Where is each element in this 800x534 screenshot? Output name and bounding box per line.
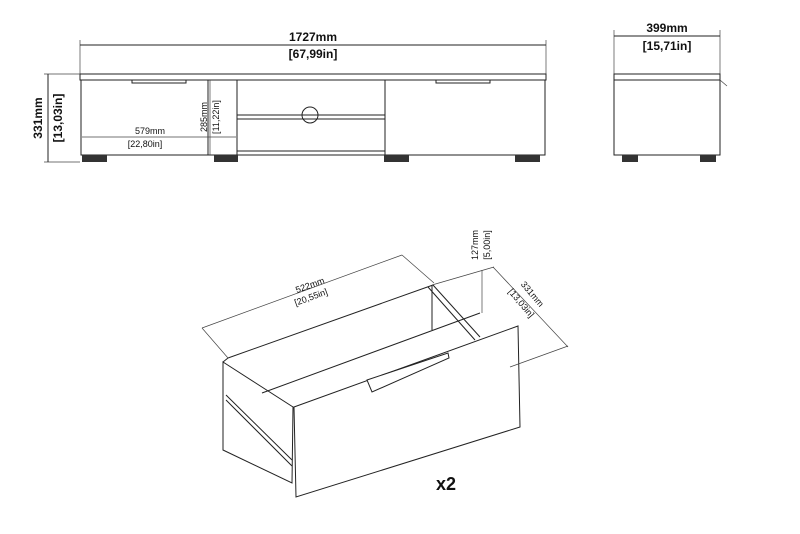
width-mm-label: 1727mm — [289, 30, 337, 44]
center-compartment — [236, 79, 386, 156]
top-board — [79, 73, 547, 81]
right-drawer — [384, 79, 546, 156]
inner-height-mm-label: 285mm — [199, 102, 209, 132]
leg — [214, 155, 238, 162]
width-in-label: [67,99in] — [289, 47, 338, 61]
height-in-label: [13,03in] — [51, 94, 65, 143]
drawer-handle — [366, 352, 450, 393]
leg — [384, 155, 409, 162]
left-drawer — [80, 79, 209, 156]
quantity-label: x2 — [436, 474, 456, 494]
depth-mm-label: 399mm — [646, 21, 687, 35]
leg — [515, 155, 540, 162]
drawer-isometric: 522mm [20,55in] 127mm [5,00in] 331mm [13… — [201, 230, 569, 498]
drawer-height-mm-label: 127mm — [470, 230, 480, 260]
center-divider — [207, 79, 238, 156]
drawer-height-in-label: [5,00in] — [482, 230, 492, 260]
side-view: 399mm [15,71in] — [613, 21, 728, 162]
right-handle — [435, 79, 491, 84]
leg — [622, 155, 638, 162]
side-body — [613, 79, 721, 156]
front-view: 1727mm [67,99in] 331mm [13,03in] 285mm [… — [31, 30, 547, 163]
cable-hole — [301, 106, 319, 124]
left-handle — [131, 79, 187, 84]
drawer-width-mm-label: 579mm — [135, 126, 165, 136]
height-mm-label: 331mm — [31, 97, 45, 138]
leg — [82, 155, 107, 162]
leg — [700, 155, 716, 162]
depth-in-label: [15,71in] — [643, 39, 692, 53]
inner-height-in-label: [11,22in] — [211, 100, 221, 134]
drawer-width-in-label: [22,80in] — [128, 139, 163, 149]
